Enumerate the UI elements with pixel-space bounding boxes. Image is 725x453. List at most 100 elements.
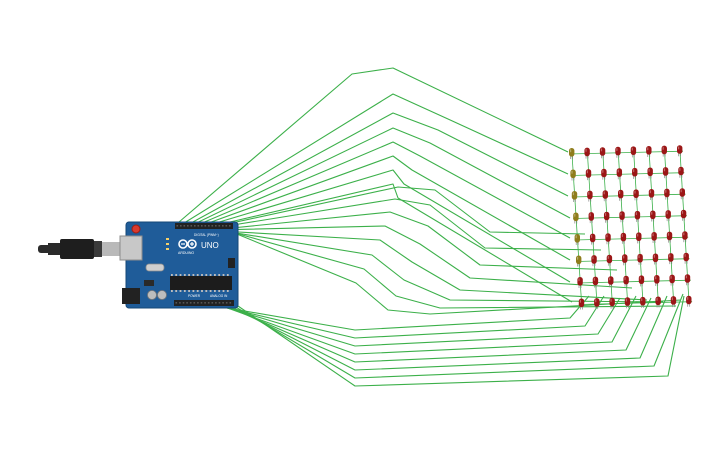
wire-column[interactable] [209,295,590,331]
wire-row[interactable] [187,141,571,239]
led-red[interactable] [648,189,655,200]
led-red[interactable] [615,146,621,158]
led-yellow[interactable] [576,255,582,267]
wire-row[interactable] [171,67,569,229]
led-red[interactable] [652,253,659,265]
led-red[interactable] [606,254,613,266]
led-red[interactable] [662,167,669,179]
arduino-uno-board[interactable]: ARDUINO UNO DIGITAL (PWM~) POWER ANALOG … [119,221,239,309]
led-red[interactable] [601,168,607,180]
header-pin[interactable] [186,302,188,304]
header-pin[interactable] [208,225,210,227]
wire-row[interactable] [195,169,571,283]
led-yellow[interactable] [569,148,575,159]
header-pin[interactable] [215,225,217,227]
led-red[interactable] [651,232,657,243]
led-red[interactable] [591,255,597,267]
led-red[interactable] [661,145,667,157]
header-pin[interactable] [179,302,181,304]
wire-column[interactable] [229,295,668,371]
wire-column[interactable] [225,297,652,363]
header-pin[interactable] [229,225,231,227]
header-pin[interactable] [225,225,228,227]
led-red[interactable] [647,167,653,179]
header-pin[interactable] [187,225,189,227]
header-pin[interactable] [197,302,199,304]
led-red[interactable] [588,212,594,224]
wire-column[interactable] [231,231,682,315]
header-pin[interactable] [180,225,182,227]
wire-column[interactable] [217,297,621,347]
led-red[interactable] [684,274,691,286]
wire-row[interactable] [179,112,569,230]
reset-button[interactable] [131,224,141,234]
header-pin[interactable] [222,225,224,227]
led-red[interactable] [683,252,689,264]
header-pin[interactable] [218,302,221,304]
led-red[interactable] [623,275,629,287]
led-red[interactable] [578,298,585,310]
header-pin[interactable] [229,302,232,304]
led-red[interactable] [585,169,592,181]
led-red[interactable] [630,146,637,158]
wire-column[interactable] [213,295,605,339]
led-red[interactable] [666,231,673,243]
led-red[interactable] [650,210,656,222]
header-pin[interactable] [193,302,196,304]
wire-column[interactable] [237,295,685,387]
header-pin[interactable] [201,225,203,227]
wire-column[interactable] [219,230,648,301]
led-red[interactable] [646,146,652,157]
led-red[interactable] [664,188,670,200]
led-red[interactable] [594,298,600,310]
led-red[interactable] [577,277,583,288]
led-red[interactable] [599,147,606,159]
led-red[interactable] [592,276,599,288]
header-pin[interactable] [204,302,206,304]
wire-column[interactable] [223,230,664,303]
header-pin[interactable] [183,225,186,227]
led-red[interactable] [636,232,642,244]
header-pin[interactable] [197,225,200,227]
led-red[interactable] [608,276,614,288]
led-red[interactable] [640,296,646,308]
header-pin[interactable] [175,302,178,304]
led-red[interactable] [620,232,627,244]
led-red[interactable] [616,168,623,180]
header-pin[interactable] [204,225,207,227]
wire-row[interactable] [199,183,573,303]
header-pin[interactable] [200,302,203,304]
wire-column[interactable] [227,230,677,309]
header-pin[interactable] [218,225,221,227]
header-pin[interactable] [189,302,192,304]
led-red[interactable] [679,188,685,200]
led-yellow[interactable] [570,169,576,181]
led-red[interactable] [602,190,608,202]
wire-row[interactable] [183,127,571,230]
led-red[interactable] [589,233,596,245]
led-red[interactable] [677,145,683,157]
led-red[interactable] [624,297,631,309]
led-red[interactable] [587,190,593,202]
wire-column[interactable] [207,198,602,251]
wire-row[interactable] [175,93,569,229]
led-yellow[interactable] [573,212,579,224]
led-red[interactable] [618,189,624,201]
led-red[interactable] [668,253,674,265]
led-red[interactable] [654,275,660,286]
led-red[interactable] [609,297,615,309]
led-red[interactable] [637,253,643,265]
led-red[interactable] [633,189,639,201]
header-pin[interactable] [194,225,196,227]
led-red[interactable] [605,233,611,245]
header-pin[interactable] [211,225,214,227]
led-red[interactable] [603,211,610,223]
led-red[interactable] [584,147,590,159]
led-yellow[interactable] [571,191,578,202]
led-red[interactable] [634,210,641,222]
wire-column[interactable] [215,225,633,289]
header-pin[interactable] [182,302,185,304]
header-pin[interactable] [190,225,193,227]
wire-column[interactable] [203,186,586,235]
